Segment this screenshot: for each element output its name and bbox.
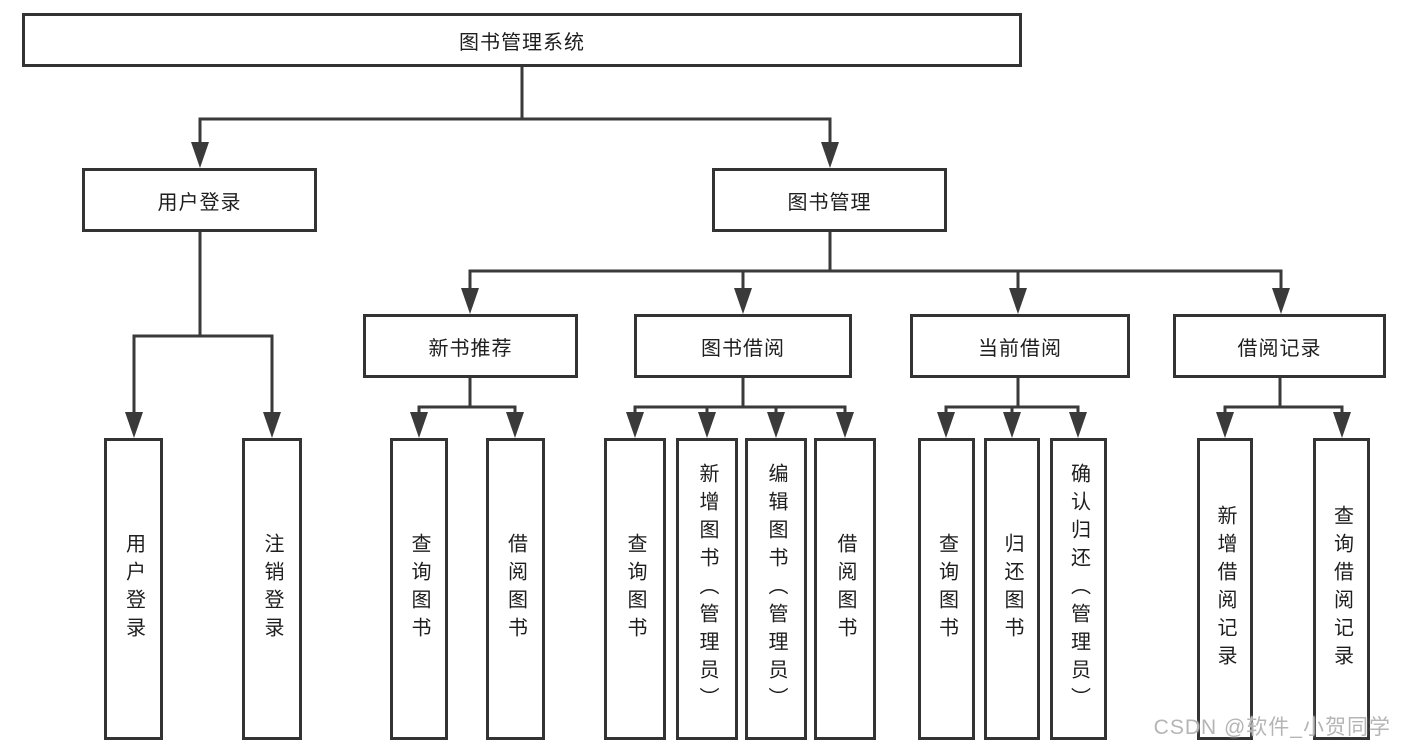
- leaf-add-book-admin: 新增图书（管理员）: [676, 438, 738, 740]
- leaf-add-borrow-record: 新增借阅记录: [1197, 438, 1253, 740]
- connector-book-borrow-children: [633, 378, 847, 417]
- leaf-query-books-recommend: 查询图书: [390, 438, 448, 740]
- leaf-user-login: 用户登录: [104, 438, 163, 740]
- arrowhead: [461, 288, 479, 314]
- node-book-borrow: 图书借阅: [634, 314, 852, 378]
- arrowhead: [263, 412, 281, 438]
- arrowhead: [506, 412, 524, 438]
- arrowhead: [836, 412, 854, 438]
- leaf-edit-book-admin: 编辑图书（管理员）: [745, 438, 807, 740]
- leaf-query-books-current: 查询图书: [918, 438, 975, 740]
- arrowhead: [767, 412, 785, 438]
- leaf-confirm-return-admin: 确认归还（管理员）: [1050, 438, 1107, 740]
- leaf-borrow-books: 借阅图书: [814, 438, 876, 740]
- arrowhead: [1003, 412, 1021, 438]
- connector-user-login-children: [132, 232, 274, 416]
- connector-root-to-level2: [198, 67, 832, 146]
- arrowhead: [125, 412, 143, 438]
- arrowhead: [1272, 288, 1290, 314]
- node-user-login: 用户登录: [82, 168, 317, 232]
- csdn-watermark: CSDN @软件_小贺同学: [1153, 716, 1391, 739]
- arrowhead: [410, 412, 428, 438]
- leaf-query-books-borrow: 查询图书: [604, 438, 666, 740]
- leaf-borrow-books-recommend: 借阅图书: [486, 438, 545, 740]
- connector-borrow-records-children: [1223, 378, 1344, 417]
- arrowhead: [734, 288, 752, 314]
- arrowhead: [698, 412, 716, 438]
- arrowhead: [821, 142, 839, 168]
- arrowhead: [937, 412, 955, 438]
- node-root: 图书管理系统: [22, 13, 1022, 67]
- arrowhead: [1333, 412, 1351, 438]
- leaf-logout: 注销登录: [242, 438, 302, 740]
- node-new-book-recommend: 新书推荐: [363, 314, 578, 378]
- connector-new-book-children: [417, 378, 517, 417]
- node-current-borrow: 当前借阅: [910, 314, 1130, 378]
- arrowhead: [626, 412, 644, 438]
- arrowhead: [1216, 412, 1234, 438]
- node-borrow-records: 借阅记录: [1173, 314, 1386, 378]
- leaf-query-borrow-record: 查询借阅记录: [1313, 438, 1370, 740]
- leaf-return-book: 归还图书: [984, 438, 1040, 740]
- arrowhead: [1069, 412, 1087, 438]
- connector-book-management-children: [468, 232, 1283, 292]
- connector-current-borrow-children: [944, 378, 1080, 417]
- arrowhead: [191, 142, 209, 168]
- arrowhead: [1009, 288, 1027, 314]
- node-book-management: 图书管理: [712, 168, 947, 232]
